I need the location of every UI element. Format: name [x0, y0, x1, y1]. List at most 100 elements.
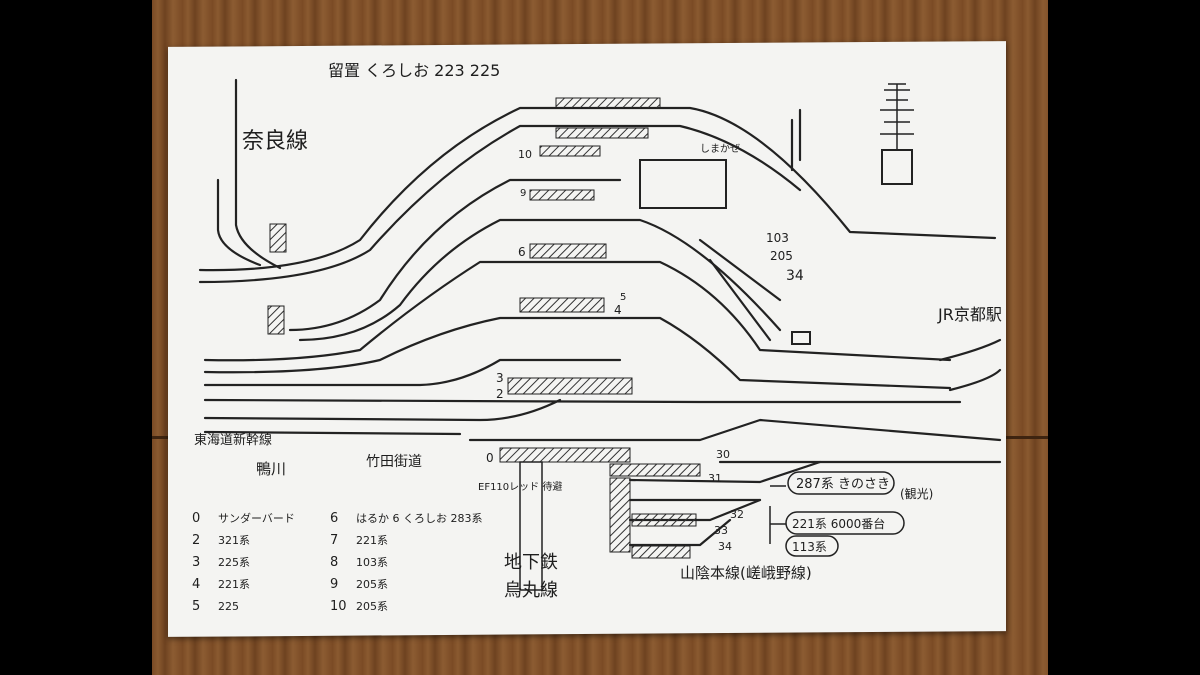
- diag-1: [698, 238, 782, 302]
- train-callouts: 287系 きのさき (観光) 221系 6000番台 113系: [769, 471, 933, 557]
- legend-number: 8: [330, 555, 338, 570]
- legend-number: 9: [330, 577, 338, 592]
- legend-text: 205系: [356, 600, 388, 613]
- track-9: [203, 398, 562, 422]
- track-curve-6: [203, 316, 952, 390]
- kamogawa-label: 鴨川: [256, 460, 286, 478]
- diag-4: [948, 368, 1002, 392]
- signal-box: [791, 331, 811, 345]
- legend-text: 225: [218, 600, 239, 613]
- ef-loco-label: EF110レッド 待避: [478, 480, 562, 493]
- legend-number: 10: [330, 599, 347, 614]
- track-number-labels: 10 9 6 4 5 3 2 0 30 31 32 33 34: [486, 148, 744, 553]
- track-lines: [198, 78, 1002, 547]
- platform-0: [499, 447, 631, 463]
- count-34: 34: [786, 268, 804, 284]
- legend-text: 205系: [356, 578, 388, 591]
- track-curve-4: [298, 218, 782, 342]
- legend-text: 221系: [218, 578, 250, 591]
- callout-221: [785, 511, 905, 535]
- bottom-labels: 東海道新幹線 鴨川 竹田街道 EF110レッド 待避 地下鉄 烏丸線 山陰本線(…: [194, 432, 812, 601]
- karasuma-line-label: 烏丸線: [504, 580, 558, 601]
- legend-text: サンダーバード: [218, 511, 295, 525]
- platform-9: [529, 189, 595, 201]
- legend-number: 3: [192, 555, 200, 570]
- track-number-6: 6: [518, 245, 526, 259]
- sanin-line-label: 山陰本線(嵯峨野線): [680, 564, 812, 582]
- platform-4-5: [519, 297, 605, 313]
- track-number-34: 34: [718, 540, 732, 553]
- kyoto-tower-base: [881, 149, 913, 185]
- track-number-5: 5: [620, 292, 626, 303]
- track-number-30: 30: [716, 448, 730, 461]
- subway-label: 地下鉄: [504, 552, 558, 573]
- tokaido-shinkansen-label: 東海道新幹線: [194, 432, 272, 448]
- nara-line-b: [234, 78, 282, 270]
- track-curve-3: [288, 178, 622, 332]
- subway-shaft: [519, 461, 543, 591]
- platforms: [267, 97, 913, 591]
- track-number-2: 2: [496, 387, 504, 401]
- track-number-31: 31: [708, 472, 722, 485]
- hatched-structure-b: [267, 305, 285, 335]
- count-205: 205: [770, 249, 793, 263]
- shimakaze-label: しまかぜ: [700, 143, 740, 155]
- takeda-kaido-label: 竹田街道: [366, 454, 422, 470]
- legend-text: 103系: [356, 556, 388, 569]
- legend-number: 7: [330, 533, 338, 548]
- diag-3: [938, 338, 1002, 362]
- legend-number: 2: [192, 533, 200, 548]
- legend-text: はるか 6 くろしお 283系: [356, 512, 482, 525]
- track-11: [203, 430, 462, 436]
- count-103: 103: [766, 231, 789, 245]
- legend-number: 0: [192, 511, 200, 526]
- diag-2: [708, 258, 772, 342]
- callout-kinosaki: [787, 471, 895, 495]
- kinosaki-label: 287系 きのさき: [796, 477, 890, 492]
- keiteki-label: (観光): [900, 487, 933, 501]
- hatched-structure-a: [269, 223, 287, 253]
- track-number-32: 32: [730, 508, 744, 521]
- series-221-6000-label: 221系 6000番台: [792, 516, 885, 531]
- track-number-3: 3: [496, 371, 504, 385]
- legend-number: 5: [192, 599, 200, 614]
- series-113-label: 113系: [792, 540, 827, 554]
- bracket-221: [769, 506, 786, 544]
- platform-top: [555, 97, 661, 109]
- platform-10: [539, 145, 601, 157]
- kyoto-tower-icon: [880, 83, 914, 150]
- track-number-33: 33: [714, 524, 728, 537]
- kyoto-station-label: JR京都駅: [937, 305, 1002, 324]
- track-number-10: 10: [518, 148, 532, 161]
- platform-34: [631, 545, 691, 559]
- platform-6-7: [529, 243, 607, 259]
- track-number-0: 0: [486, 451, 494, 465]
- platform-30-31: [609, 463, 701, 477]
- legend-number: 6: [330, 511, 338, 526]
- track-number-4: 4: [614, 303, 622, 317]
- track-8: [203, 398, 962, 404]
- track-curve-5: [203, 260, 952, 362]
- legend-number: 4: [192, 577, 200, 592]
- depot-building: [639, 159, 727, 209]
- track-number-9: 9: [520, 188, 526, 199]
- main-line-2: [198, 124, 802, 284]
- nara-line-a: [216, 178, 262, 267]
- diagram-title: 留置 くろしお 223 225: [328, 61, 500, 80]
- track-7: [203, 358, 622, 387]
- legend-text: 321系: [218, 534, 250, 547]
- platform-32-33: [631, 513, 697, 527]
- legend-text: 221系: [356, 534, 388, 547]
- legend: 0 サンダーバード 2 321系 3 225系 4 221系 5 225 6 はるか 6 くろしお 2…: [192, 511, 482, 614]
- callout-113: [785, 535, 839, 557]
- track-34: [628, 518, 732, 547]
- main-line-top: [198, 106, 997, 272]
- legend-text: 225系: [218, 556, 250, 569]
- platform-2-3: [507, 377, 633, 395]
- track-31: [628, 460, 822, 484]
- platform-2: [555, 127, 649, 139]
- nara-line-label: 奈良線: [242, 129, 308, 154]
- track-10: [468, 418, 1002, 442]
